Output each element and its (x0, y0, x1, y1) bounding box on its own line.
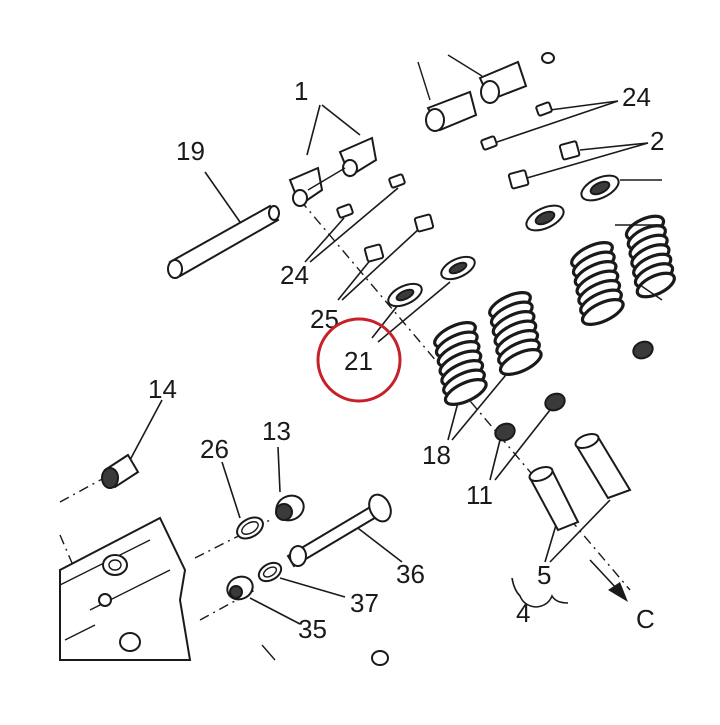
callout-35: 35 (298, 614, 327, 644)
valve-springs (433, 214, 676, 406)
spring-coil (443, 378, 488, 406)
cylinder-head-housing (59, 516, 389, 666)
callout-24-upper: 24 (622, 82, 651, 112)
callout-18: 18 (422, 440, 451, 470)
right-edge-fragments (615, 179, 663, 301)
callout-26: 26 (200, 434, 229, 464)
callout-C: C (636, 604, 655, 634)
callout-14: 14 (148, 374, 177, 404)
callout-5: 5 (537, 560, 551, 590)
shaft-part-36 (286, 493, 392, 568)
callout-19: 19 (176, 136, 205, 166)
valve-spring (433, 321, 488, 406)
callout-1: 1 (294, 76, 308, 106)
callout-36: 36 (396, 559, 425, 589)
valve-spring (488, 291, 543, 376)
highlight-circle-21 (316, 317, 402, 403)
spring-coil (580, 298, 625, 326)
o-ring-part-26 (236, 516, 264, 540)
spring-retainers (387, 174, 620, 308)
valve-spring (624, 214, 676, 299)
callout-11: 11 (466, 480, 493, 510)
valve-spring (570, 241, 625, 326)
callout-37: 37 (350, 588, 379, 618)
callout-21: 21 (344, 346, 373, 376)
bushing-part-13 (275, 494, 305, 522)
rocker-arm-pair-top (417, 52, 555, 132)
spring-coil (635, 271, 676, 299)
rocker-shaft (167, 204, 280, 279)
valve-guides (528, 433, 632, 532)
callout-labels: 1 19 24 24 2 25 21 14 26 13 18 11 5 4 C … (148, 76, 664, 644)
valve-caps (336, 101, 581, 263)
o-ring-part-37 (257, 561, 283, 583)
direction-arrow (589, 559, 628, 602)
spring-coil (498, 348, 543, 376)
group-brace-4 (511, 577, 569, 608)
callout-13: 13 (262, 416, 291, 446)
callout-4: 4 (516, 598, 530, 628)
bushing-part-35 (226, 575, 254, 601)
callout-24-lower: 24 (280, 260, 309, 290)
rocker-arm-pair-left (288, 136, 378, 207)
plug-part-14 (101, 453, 140, 489)
valve-stem-seals (494, 340, 654, 442)
callout-25: 25 (310, 304, 339, 334)
callout-2: 2 (650, 126, 664, 156)
